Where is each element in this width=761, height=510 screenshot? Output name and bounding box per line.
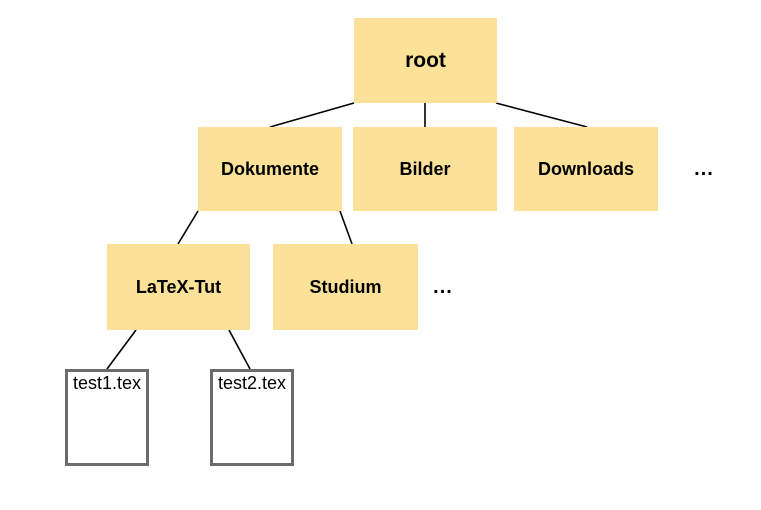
file-test2-tex-label: test2.tex (217, 373, 287, 393)
file-test1-tex-label: test1.tex (72, 373, 142, 393)
folder-dokumente-label: Dokumente (220, 158, 319, 179)
folder-node-latex-tut: LaTeX-Tut (107, 244, 250, 330)
folder-root-label: root (405, 48, 446, 72)
folder-downloads-label: Downloads (537, 158, 634, 179)
edge-root-dokumente (269, 102, 355, 128)
folder-node-studium: Studium (273, 244, 418, 330)
folder-bilder-label: Bilder (399, 158, 451, 179)
edge-root-downloads (495, 102, 588, 128)
edge-dokumente-latex-tut (177, 210, 199, 245)
ellipsis-dokumente-children-label: ... (433, 275, 453, 298)
ellipsis-root-children-label: ... (694, 157, 714, 180)
edge-latex-tut-test1 (106, 329, 137, 370)
edge-dokumente-studium (339, 210, 353, 245)
folder-node-bilder: Bilder (353, 127, 497, 211)
folder-studium-label: Studium (309, 276, 382, 297)
folder-node-dokumente: Dokumente (198, 127, 342, 211)
folder-latex-tut-label: LaTeX-Tut (135, 276, 222, 297)
file-node-test1-tex: test1.tex (65, 369, 149, 466)
edge-latex-tut-test2 (228, 329, 251, 370)
file-node-test2-tex: test2.tex (210, 369, 294, 466)
folder-node-root: root (354, 18, 497, 103)
ellipsis-root-children: ... (679, 127, 729, 211)
folder-node-downloads: Downloads (514, 127, 658, 211)
ellipsis-dokumente-children: ... (418, 244, 468, 330)
